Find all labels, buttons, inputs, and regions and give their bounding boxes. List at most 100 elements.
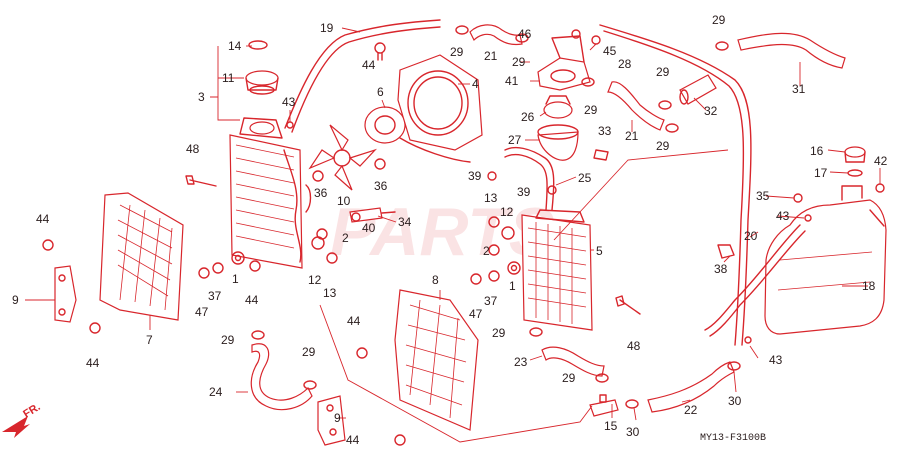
leader-lines — [25, 27, 881, 443]
thermostat — [543, 95, 573, 119]
collar-13 — [326, 252, 338, 264]
bolt-45 — [591, 35, 601, 45]
bolt-48-left — [185, 175, 217, 187]
callout-13: 13 — [323, 286, 337, 300]
callout-10: 10 — [337, 194, 351, 208]
callout-4: 4 — [472, 77, 479, 91]
callout-12b: 12 — [500, 205, 514, 219]
callout-29-b: 29 — [512, 55, 526, 69]
callout-13b: 13 — [484, 191, 498, 205]
grommet-12b — [501, 226, 515, 240]
callout-28: 28 — [618, 57, 632, 71]
callout-41: 41 — [505, 74, 519, 88]
callout-17: 17 — [814, 166, 828, 180]
bolt-46 — [571, 29, 581, 39]
shroud-right — [394, 289, 479, 431]
callout-21-right: 21 — [625, 129, 639, 143]
callout-1: 1 — [232, 272, 239, 286]
callout-37: 37 — [208, 289, 222, 303]
callout-5: 5 — [596, 244, 603, 258]
hose-20 — [704, 224, 806, 337]
callout-12: 12 — [308, 273, 322, 287]
overflow-tube — [599, 24, 752, 346]
callout-21-upper: 21 — [484, 49, 498, 63]
callout-44-a: 44 — [362, 58, 376, 72]
hose-24 — [250, 343, 313, 411]
callout-30: 30 — [626, 425, 640, 439]
clip-43-right — [804, 214, 812, 222]
callout-18: 18 — [862, 279, 876, 293]
cooling-fan — [308, 124, 378, 191]
thermo-switch — [349, 207, 396, 223]
collar-13b — [488, 216, 500, 228]
callout-2: 2 — [342, 231, 349, 245]
callout-33: 33 — [598, 124, 612, 138]
bolt-44-d — [249, 260, 261, 272]
hose-23 — [541, 346, 605, 377]
callout-1b: 1 — [509, 279, 516, 293]
callout-29-f: 29 — [712, 13, 726, 27]
callout-30b: 30 — [728, 394, 742, 408]
callout-25: 25 — [578, 171, 592, 185]
callout-29-a: 29 — [450, 45, 464, 59]
callout-29-j: 29 — [562, 371, 576, 385]
hose-31 — [737, 32, 846, 69]
callout-7: 7 — [146, 333, 153, 347]
radiator-left — [229, 117, 312, 269]
bracket-9-lower — [317, 395, 346, 446]
callout-42: 42 — [874, 154, 888, 168]
callout-23: 23 — [514, 355, 528, 369]
reservoir-tank — [764, 185, 887, 335]
bolt-44-b — [42, 239, 54, 251]
grommet-1 — [231, 251, 245, 265]
callout-15: 15 — [604, 419, 618, 433]
fan-shroud — [397, 54, 483, 151]
callout-31: 31 — [792, 82, 806, 96]
callout-43-left: 43 — [282, 95, 296, 109]
callout-9-lower: 9 — [334, 411, 341, 425]
clip-39b — [547, 185, 557, 195]
grommet-1b — [507, 261, 521, 275]
callout-11: 11 — [222, 71, 235, 85]
callout-44-e: 44 — [347, 314, 361, 328]
callout-32: 32 — [704, 104, 718, 118]
front-direction-arrow: FR. — [2, 401, 43, 438]
hose-19 — [284, 19, 441, 133]
callout-40: 40 — [362, 221, 376, 235]
radiator-right — [521, 209, 593, 331]
radiator-cap — [245, 70, 279, 95]
callout-45: 45 — [603, 44, 617, 58]
bolt-44-f — [394, 434, 406, 446]
clip-36b — [374, 158, 386, 170]
thermostat-cover — [537, 35, 591, 91]
clamp-30b — [727, 361, 741, 371]
callout-29-e: 29 — [656, 139, 670, 153]
callout-36b: 36 — [374, 179, 388, 193]
callout-47b: 47 — [469, 307, 483, 321]
callout-46: 46 — [518, 27, 532, 41]
callout-44-f: 44 — [346, 433, 360, 447]
callout-34: 34 — [398, 215, 412, 229]
callout-8: 8 — [432, 273, 439, 287]
reservoir-cap-seal — [847, 169, 863, 177]
callout-24: 24 — [209, 385, 223, 399]
callout-48-left: 48 — [186, 142, 200, 156]
callout-48-right: 48 — [627, 339, 641, 353]
callout-38: 38 — [714, 262, 728, 276]
hose-21-upper — [469, 24, 523, 46]
front-label: FR. — [21, 401, 42, 421]
collar-37 — [212, 262, 224, 274]
callout-labels: 14 11 3 43 19 44 4 6 29 21 29 46 45 28 4… — [12, 13, 888, 447]
thermostat-housing — [537, 124, 579, 161]
callout-39b: 39 — [517, 185, 531, 199]
bolt-44-e — [356, 347, 368, 359]
collar-37b — [488, 270, 500, 282]
bolt-44-c — [89, 322, 101, 334]
clip-36 — [312, 170, 324, 182]
callout-27: 27 — [508, 133, 522, 147]
washer-47 — [198, 267, 210, 279]
callout-26: 26 — [521, 110, 535, 124]
fitting-33 — [593, 149, 609, 161]
hose-21-right — [607, 81, 665, 131]
